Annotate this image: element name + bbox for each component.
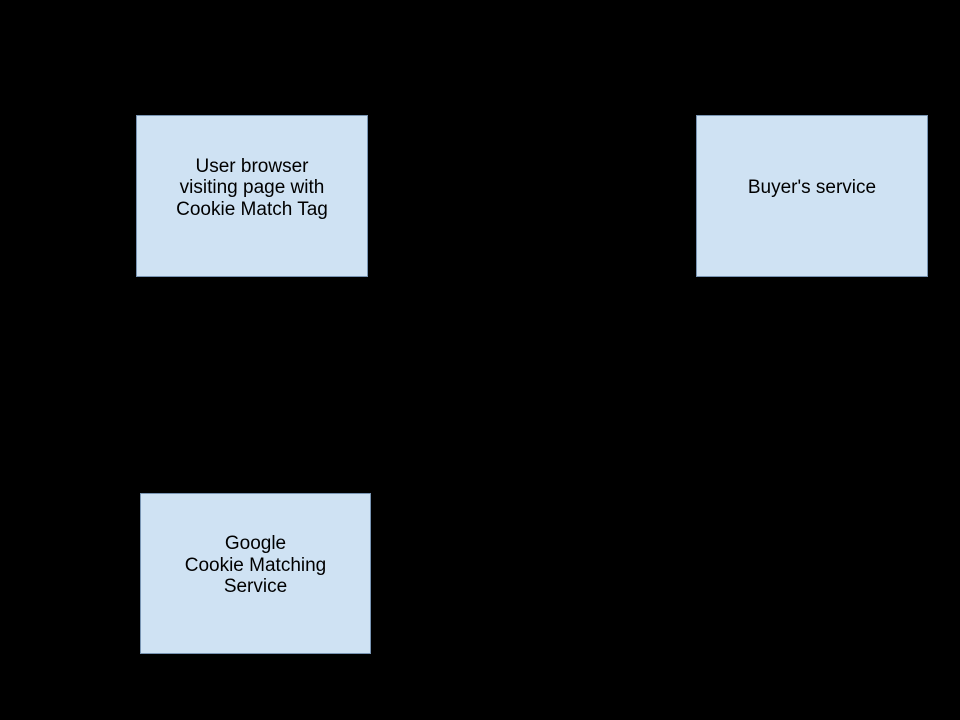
node-google-cookie-matching-service: Google Cookie Matching Service bbox=[140, 493, 371, 654]
node-buyers-service: Buyer's service bbox=[696, 115, 928, 277]
node-label: Google Cookie Matching Service bbox=[184, 533, 327, 598]
node-label: Buyer's service bbox=[747, 177, 877, 199]
node-label: User browser visiting page with Cookie M… bbox=[176, 155, 328, 220]
node-user-browser: User browser visiting page with Cookie M… bbox=[136, 115, 368, 277]
